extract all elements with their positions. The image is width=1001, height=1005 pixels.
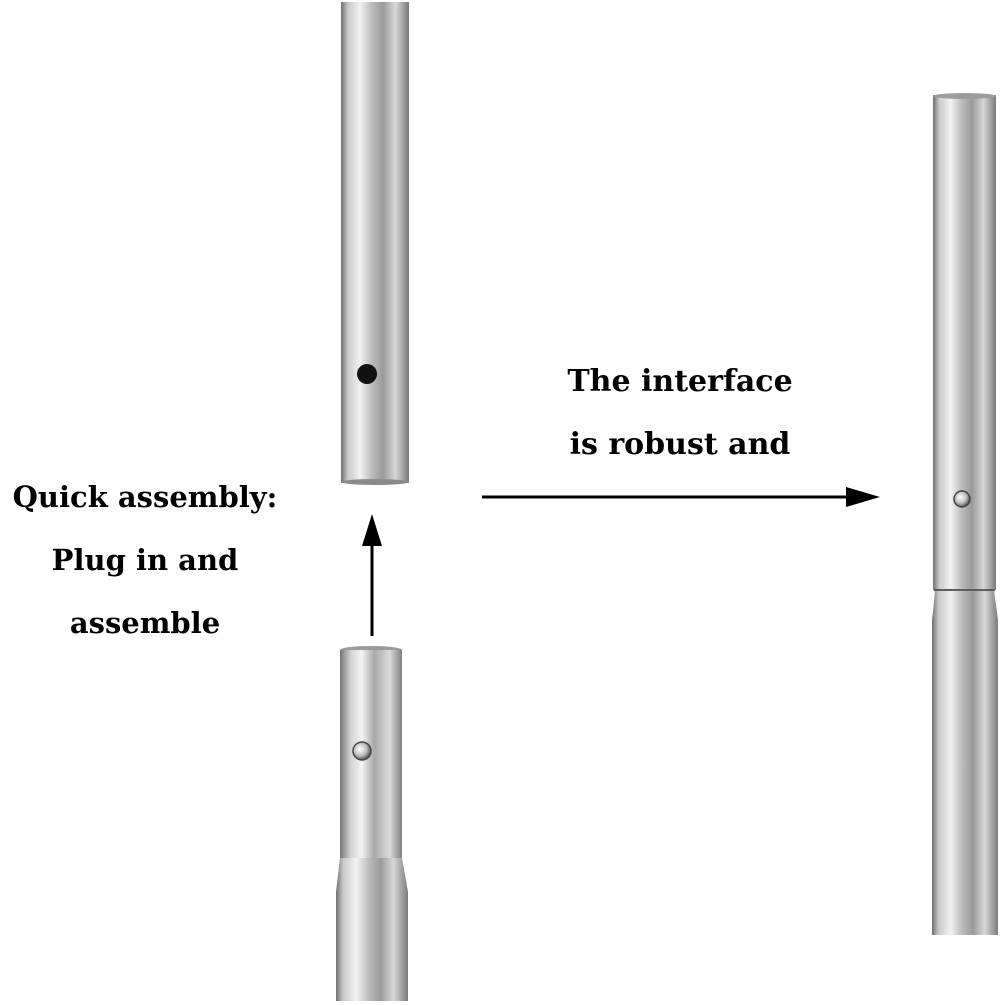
bottom-tube-body xyxy=(336,858,408,1001)
top-tube-end xyxy=(341,479,409,485)
assembled-tube xyxy=(932,93,998,935)
assembled-upper-section xyxy=(933,95,996,590)
spring-button-icon xyxy=(953,490,971,508)
bottom-tube xyxy=(336,646,408,1001)
top-tube xyxy=(341,2,409,485)
spring-button-icon xyxy=(352,741,372,761)
caption-quick-assembly: Quick assembly: Plug in and assemble xyxy=(0,466,290,655)
assembled-top-end xyxy=(933,93,996,99)
caption-left-line-3: assemble xyxy=(69,606,221,640)
caption-right-line-1: The interface xyxy=(567,364,793,399)
caption-left-line-2: Plug in and xyxy=(51,543,239,577)
arrow-up-icon xyxy=(362,514,382,636)
top-tube-body xyxy=(341,2,409,483)
caption-interface: The interface is robust and xyxy=(530,350,830,476)
socket-hole-icon xyxy=(357,364,377,384)
assembled-lower-section xyxy=(932,590,998,935)
caption-left-line-1: Quick assembly: xyxy=(12,480,278,514)
caption-right-line-2: is robust and xyxy=(569,427,791,462)
arrow-right-icon xyxy=(482,487,880,507)
